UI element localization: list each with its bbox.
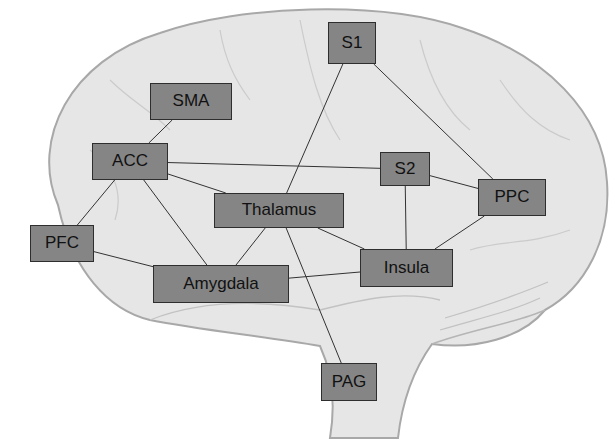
connection-line: [94, 252, 153, 267]
region-box: Insula: [360, 249, 453, 287]
region-label: PAG: [332, 373, 367, 392]
connection-line: [289, 272, 360, 278]
region-label: PFC: [45, 234, 79, 253]
region-label: SMA: [173, 92, 210, 111]
region-label: Thalamus: [242, 201, 317, 220]
connection-line: [144, 180, 207, 265]
region-box: Amygdala: [153, 265, 289, 303]
connection-line: [236, 228, 265, 265]
connection-line: [168, 163, 380, 169]
connection-line: [168, 174, 226, 193]
region-label: Amygdala: [183, 275, 259, 294]
cerebellum-folds: [440, 282, 548, 330]
region-label: S1: [342, 34, 363, 53]
region-box: PPC: [478, 179, 546, 216]
region-label: S2: [395, 160, 416, 179]
connection-line: [430, 176, 478, 189]
region-box: Thalamus: [214, 193, 344, 228]
region-label: Insula: [384, 259, 429, 278]
region-box: PAG: [321, 363, 377, 401]
connection-line: [287, 64, 343, 193]
brain-outline: [49, 9, 607, 438]
region-label: PPC: [495, 188, 530, 207]
gyri-lines: [90, 20, 570, 250]
connection-line: [77, 180, 114, 225]
connection-line: [286, 228, 341, 363]
connection-line: [318, 228, 365, 249]
region-label: ACC: [112, 152, 148, 171]
region-box: S1: [328, 22, 376, 64]
region-box: ACC: [92, 143, 168, 180]
connection-line: [405, 186, 407, 249]
connection-line: [435, 216, 484, 249]
region-box: PFC: [30, 225, 94, 262]
region-box: S2: [380, 152, 430, 186]
region-box: SMA: [150, 83, 232, 120]
connection-line: [149, 120, 172, 143]
